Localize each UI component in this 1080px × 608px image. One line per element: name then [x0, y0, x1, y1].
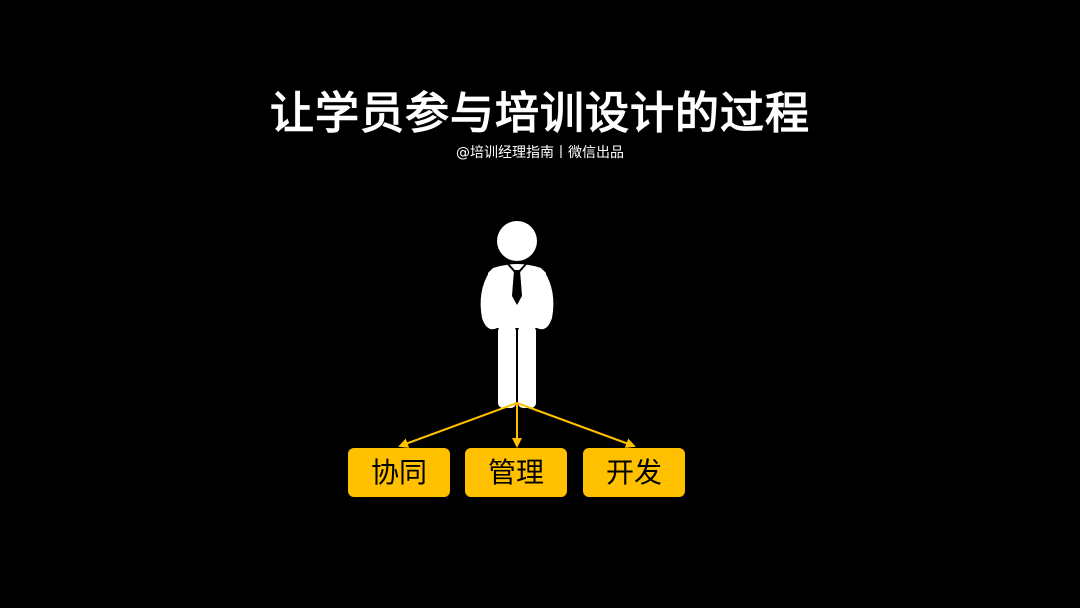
figure-tie: [512, 270, 522, 305]
arrow-to-box-3: [516, 402, 636, 448]
figure-right-leg: [518, 326, 536, 408]
figure-left-arm: [480, 271, 503, 330]
page-subtitle: @培训经理指南丨微信出品: [456, 145, 624, 161]
arrows: [398, 402, 636, 448]
figure-right-arm: [531, 271, 554, 330]
box-development: 开发: [583, 448, 685, 497]
figure-left-leg: [498, 326, 516, 408]
box-management: 管理: [465, 448, 567, 497]
figure-head: [497, 221, 537, 261]
businessman-icon: [480, 221, 554, 408]
page-title: 让学员参与培训设计的过程: [270, 88, 810, 139]
arrow-to-box-1: [398, 402, 518, 448]
box-collaboration: 协同: [348, 448, 450, 497]
